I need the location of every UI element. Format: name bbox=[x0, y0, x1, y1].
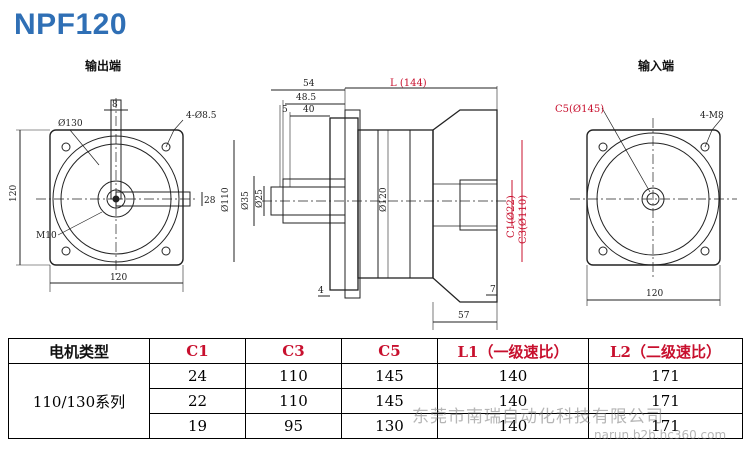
output-end-view bbox=[16, 98, 203, 292]
input-end-view bbox=[570, 107, 737, 306]
spec-table-header-row: 电机类型 C1 C3 C5 L1（一级速比） L2（二级速比） bbox=[8, 338, 743, 364]
dim-thread: M10 bbox=[36, 231, 57, 241]
dim-holes-output: 4-Ø8.5 bbox=[186, 110, 217, 121]
technical-drawing: 输出端 输入端 8 Ø130 4-Ø8.5 120 120 28 M10 54 … bbox=[9, 58, 737, 330]
dim-shaft-length: 54 bbox=[303, 79, 315, 89]
dim-overall-length: L (144) bbox=[390, 78, 427, 89]
table-cell: 140 bbox=[437, 413, 589, 439]
watermark-url: narun.b2b.hc360.com bbox=[594, 428, 727, 442]
dim-input-step: 7 bbox=[490, 285, 496, 295]
header-l2: L2（二级速比） bbox=[588, 338, 743, 364]
header-c1: C1 bbox=[149, 338, 246, 364]
dim-body-diameter: Ø120 bbox=[378, 187, 389, 212]
spec-table: 电机类型 C1 C3 C5 L1（一级速比） L2（二级速比） 110/130系… bbox=[8, 338, 743, 439]
table-cell: 145 bbox=[341, 388, 438, 414]
input-end-label: 输入端 bbox=[638, 58, 674, 73]
dim-width-input: 120 bbox=[646, 289, 663, 299]
dim-width-output: 120 bbox=[110, 273, 127, 283]
output-end-label: 输出端 bbox=[85, 58, 121, 73]
table-cell: 130 bbox=[341, 413, 438, 439]
table-cell: 19 bbox=[149, 413, 246, 439]
dim-shaft-diameter-35: Ø35 bbox=[240, 191, 251, 210]
dim-c5: C5(Ø145) bbox=[555, 104, 604, 115]
dim-pilot-diameter: Ø110 bbox=[220, 187, 231, 212]
dim-flange-thickness: 4 bbox=[318, 286, 324, 296]
dim-shaft-length-inner: 48.5 bbox=[296, 93, 316, 103]
dim-height-output: 120 bbox=[9, 185, 19, 202]
dim-c3: C3(Ø110) bbox=[518, 195, 529, 244]
table-cell: 110 bbox=[245, 388, 342, 414]
table-cell: 24 bbox=[149, 363, 246, 389]
table-row: 19 95 130 140 171 bbox=[9, 413, 743, 439]
table-row: 110/130系列 24 110 145 140 171 bbox=[8, 363, 743, 439]
table-cell: 145 bbox=[341, 363, 438, 389]
table-cell: 140 bbox=[437, 388, 589, 414]
table-cell: 110 bbox=[245, 363, 342, 389]
header-motor-type: 电机类型 bbox=[8, 338, 150, 364]
dim-holes-input: 4-M8 bbox=[700, 111, 724, 121]
dim-shaft-step: 5 bbox=[282, 105, 288, 115]
table-cell: 140 bbox=[437, 363, 589, 389]
dim-key-length: 40 bbox=[303, 105, 315, 115]
dim-shaft-diameter-25: Ø25 bbox=[254, 189, 265, 208]
side-view bbox=[233, 86, 523, 330]
table-cell: 22 bbox=[149, 388, 246, 414]
header-c5: C5 bbox=[341, 338, 438, 364]
table-row: 22 110 145 140 171 bbox=[9, 388, 743, 414]
header-c3: C3 bbox=[245, 338, 342, 364]
table-cell: 95 bbox=[245, 413, 342, 439]
dim-input-length: 57 bbox=[458, 311, 470, 321]
product-title: NPF120 bbox=[14, 8, 128, 41]
dim-c1: C1(Ø22) bbox=[506, 195, 517, 238]
motor-type-cell: 110/130系列 bbox=[8, 363, 150, 439]
table-cell: 171 bbox=[588, 363, 743, 389]
header-l1: L1（一级速比） bbox=[437, 338, 589, 364]
dim-pcd-output: Ø130 bbox=[58, 118, 83, 129]
watermark-company: 东莞市南瑞自动化科技有限公司 bbox=[412, 407, 664, 427]
dim-key-width: 8 bbox=[112, 100, 118, 110]
dim-key-height: 28 bbox=[204, 196, 216, 206]
table-cell: 171 bbox=[588, 413, 743, 439]
